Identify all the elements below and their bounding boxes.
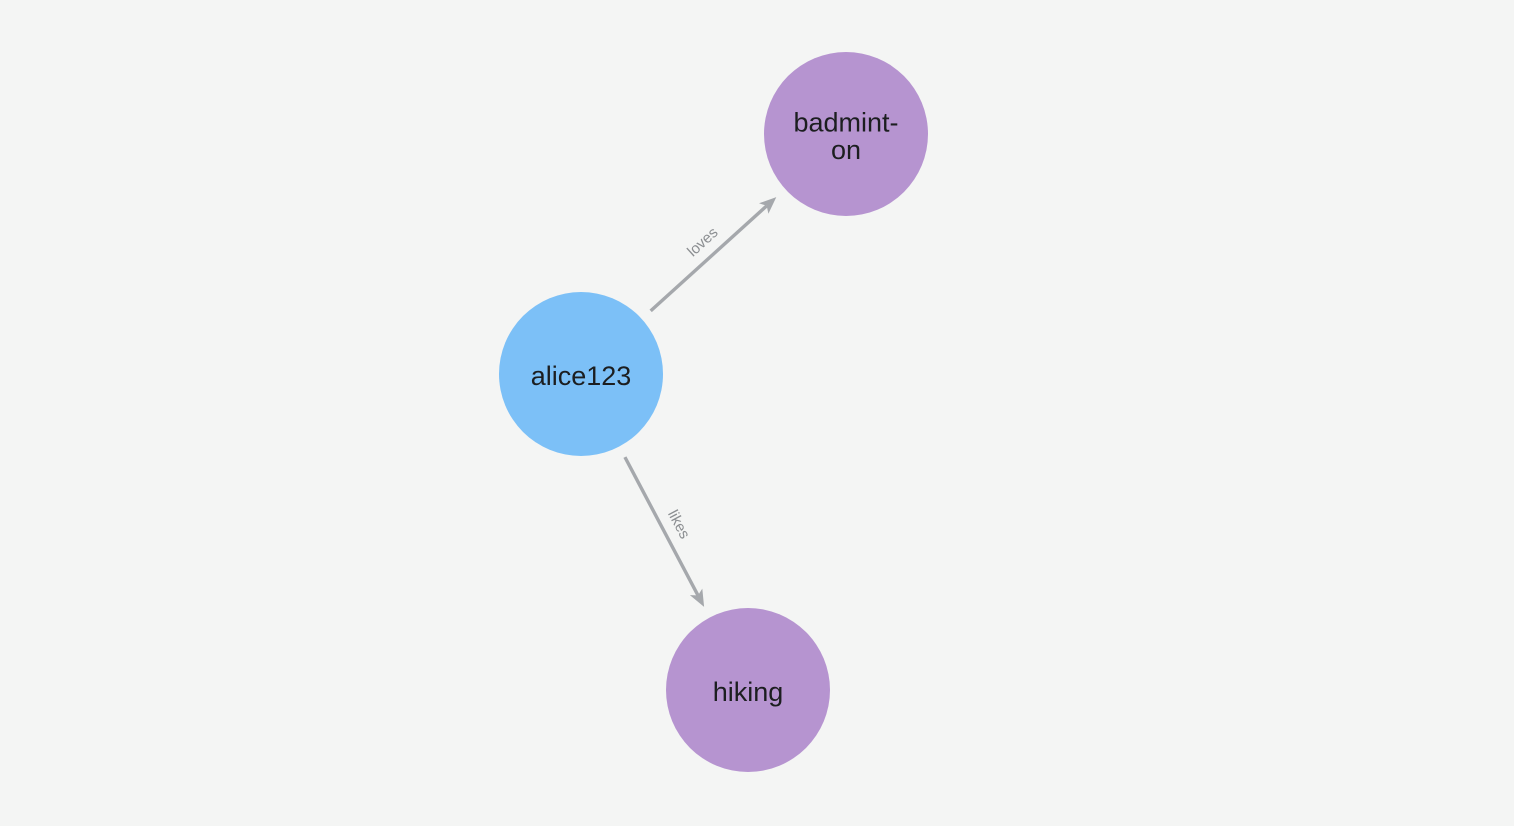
edge-loves[interactable]: loves	[649, 197, 777, 313]
node-circle	[764, 52, 928, 216]
edge-label-loves: loves	[684, 224, 721, 260]
edge-arrowhead	[689, 588, 705, 607]
node-circle	[666, 608, 830, 772]
node-circle	[499, 292, 663, 456]
edge-likes[interactable]: likes	[623, 456, 705, 607]
node-hiking[interactable]: hiking	[666, 608, 830, 772]
edge-arrowhead	[759, 197, 777, 214]
node-alice123[interactable]: alice123	[499, 292, 663, 456]
nodes-layer: alice123 badmint-on hiking	[499, 52, 928, 772]
edge-line	[649, 204, 768, 313]
node-badminton[interactable]: badmint-on	[764, 52, 928, 216]
edge-line	[623, 456, 700, 597]
